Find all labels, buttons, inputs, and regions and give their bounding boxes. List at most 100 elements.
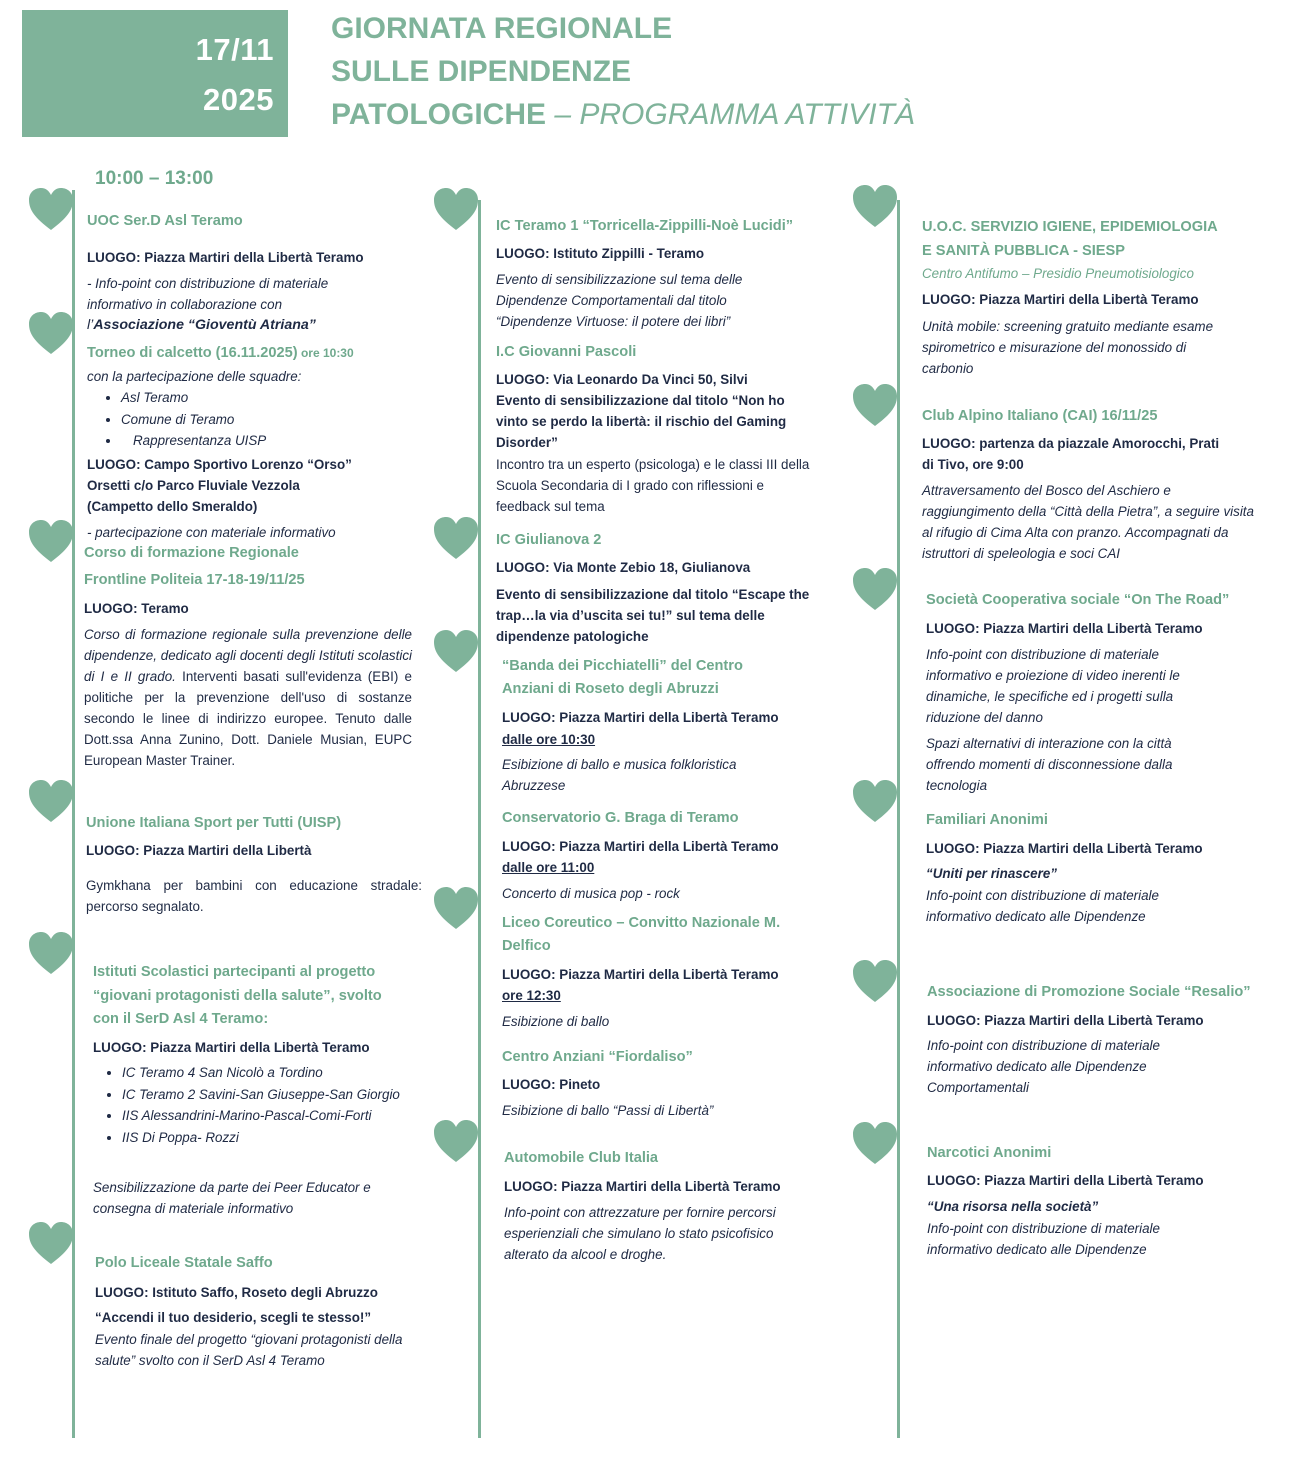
cai-title: Club Alpino Italiano (CAI) 16/11/25 [922, 408, 1158, 424]
serd-location: LUOGO: Piazza Martiri della Libertà Tera… [87, 250, 364, 265]
banda-title-2: Anziani di Roseto degli Abruzzi [502, 681, 719, 697]
giulianova-location: LUOGO: Via Monte Zebio 18, Giulianova [496, 560, 751, 575]
heart-icon [853, 568, 897, 610]
familiari-title: Familiari Anonimi [926, 812, 1048, 828]
braga-time: dalle ore 11:00 [502, 860, 595, 875]
heart-icon [853, 185, 897, 227]
torneo-location-1: LUOGO: Campo Sportivo Lorenzo “Orso” [87, 457, 352, 472]
narcotici-title: Narcotici Anonimi [927, 1145, 1052, 1161]
braga-location: LUOGO: Piazza Martiri della Libertà Tera… [502, 839, 779, 854]
banda-time: dalle ore 10:30 [502, 732, 596, 747]
serd-association: Associazione “Gioventù Atriana” [93, 317, 316, 333]
serd-desc-2: informativo in collaborazione con [87, 297, 283, 312]
narcotici-location: LUOGO: Piazza Martiri della Libertà Tera… [927, 1173, 1204, 1188]
liceo-location: LUOGO: Piazza Martiri della Libertà Tera… [502, 967, 779, 982]
resalio-location: LUOGO: Piazza Martiri della Libertà Tera… [927, 1013, 1204, 1028]
fiordaliso-description: Esibizione di ballo “Passi di Libertà” [502, 1103, 714, 1118]
corso-title-1: Corso di formazione Regionale [84, 545, 299, 561]
corso-desc-italic: Corso di formazione regionale sulla prev… [84, 627, 412, 684]
siesp-title-1: U.O.C. SERVIZIO IGIENE, EPIDEMIOLOGIA [922, 219, 1218, 235]
page-title-line1: GIORNATA REGIONALE [331, 12, 673, 45]
timeline-line-3 [897, 200, 900, 1438]
banda-location: LUOGO: Piazza Martiri della Libertà Tera… [502, 710, 779, 725]
istituti-title-1: Istituti Scolastici partecipanti al prog… [93, 964, 376, 980]
title-sep: – [546, 98, 580, 131]
liceo-description: Esibizione di ballo [502, 1014, 610, 1029]
cai-location: LUOGO: partenza da piazzale Amorocchi, P… [922, 436, 1220, 472]
road-title: Società Cooperativa sociale “On The Road… [926, 592, 1230, 608]
uisp-description: Gymkhana per bambini con educazione stra… [86, 878, 422, 914]
corso-location: LUOGO: Teramo [84, 601, 189, 616]
heart-icon [29, 520, 73, 562]
torneo-title-row: Torneo di calcetto (16.11.2025) ore 10:3… [87, 342, 354, 365]
aci-title: Automobile Club Italia [504, 1150, 659, 1166]
corso-desc-normal: Interventi basati sull'evidenza (EBI) e … [84, 669, 412, 768]
braga-title: Conservatorio G. Braga di Teramo [502, 810, 739, 826]
istituti-title-3: con il SerD Asl 4 Teramo: [93, 1011, 269, 1027]
resalio-description: Info-point con distribuzione di material… [927, 1038, 1160, 1095]
istituti-title-2: “giovani protagonisti della salute”, svo… [93, 988, 382, 1004]
page-title-line3: PATOLOGICHE – PROGRAMMA ATTIVITÀ [331, 93, 915, 136]
heart-icon [853, 960, 897, 1002]
school-item: IC Teramo 2 Savini-San Giuseppe-San Gior… [122, 1084, 418, 1106]
fiordaliso-title: Centro Anziani “Fiordaliso” [502, 1049, 693, 1065]
siesp-subtitle: Centro Antifumo – Presidio Pneumotisiolo… [922, 266, 1194, 281]
resalio-title: Associazione di Promozione Sociale “Resa… [927, 984, 1251, 1000]
school-item: IIS Alessandrini-Marino-Pascal-Comi-Fort… [122, 1105, 418, 1127]
istituti-schools: IC Teramo 4 San Nicolò a Tordino IC Tera… [88, 1062, 418, 1148]
banda-description: Esibizione di ballo e musica folkloristi… [502, 757, 737, 793]
pascoli-description: Incontro tra un esperto (psicologa) e le… [496, 457, 810, 514]
heart-icon [853, 780, 897, 822]
heart-icon [434, 630, 478, 672]
familiari-description: Info-point con distribuzione di material… [926, 888, 1159, 924]
aci-location: LUOGO: Piazza Martiri della Libertà Tera… [504, 1179, 781, 1194]
torneo-title: Torneo di calcetto (16.11.2025) [87, 345, 298, 361]
narcotici-description: Info-point con distribuzione di material… [927, 1221, 1160, 1257]
corso-title-2: Frontline Politeia 17-18-19/11/25 [84, 572, 305, 588]
giulianova-event: Evento di sensibilizzazione dal titolo “… [496, 587, 810, 644]
saffo-slogan: “Accendi il tuo desiderio, scegli te ste… [95, 1310, 372, 1325]
heart-icon [434, 188, 478, 230]
banda-title-1: “Banda dei Picchiatelli” del Centro [502, 658, 743, 674]
saffo-location: LUOGO: Istituto Saffo, Roseto degli Abru… [95, 1285, 378, 1300]
torneo-time: ore 10:30 [297, 346, 354, 360]
torneo-intro: con la partecipazione delle squadre: [87, 369, 302, 384]
serd-desc-1: - Info-point con distribuzione di materi… [87, 276, 329, 291]
team-item: Comune di Teramo [121, 409, 387, 431]
pascoli-title: I.C Giovanni Pascoli [496, 344, 637, 360]
heart-icon [29, 780, 73, 822]
heart-icon [853, 384, 897, 426]
familiari-location: LUOGO: Piazza Martiri della Libertà Tera… [926, 841, 1203, 856]
siesp-location: LUOGO: Piazza Martiri della Libertà Tera… [922, 292, 1199, 307]
torneo-note: - partecipazione con materiale informati… [87, 525, 336, 540]
road-location: LUOGO: Piazza Martiri della Libertà Tera… [926, 621, 1203, 636]
road-description-2: Spazi alternativi di interazione con la … [926, 736, 1173, 793]
familiari-slogan: “Uniti per rinascere” [926, 866, 1057, 881]
date-day: 17/11 [195, 32, 274, 67]
heart-icon [434, 517, 478, 559]
braga-description: Concerto di musica pop - rock [502, 886, 680, 901]
timeline-line-2 [478, 200, 481, 1438]
siesp-title-2: E SANITÀ PUBBLICA - SIESP [922, 243, 1125, 259]
ic1-location: LUOGO: Istituto Zippilli - Teramo [496, 246, 705, 261]
school-item: IC Teramo 4 San Nicolò a Tordino [122, 1062, 418, 1084]
heart-icon [434, 1120, 478, 1162]
torneo-location-2: Orsetti c/o Parco Fluviale Vezzola [87, 478, 300, 493]
heart-icon [29, 932, 73, 974]
uisp-title: Unione Italiana Sport per Tutti (UISP) [86, 815, 342, 831]
heart-icon [434, 887, 478, 929]
liceo-title-2: Delfico [502, 938, 551, 954]
date-box: 17/11 2025 [22, 10, 288, 137]
team-item: Rappresentanza UISP [121, 430, 387, 452]
road-description-1: Info-point con distribuzione di material… [926, 647, 1180, 725]
page-title-line2: SULLE DIPENDENZE [331, 55, 632, 88]
siesp-description: Unità mobile: screening gratuito mediant… [922, 319, 1214, 376]
liceo-title-1: Liceo Coreutico – Convitto Nazionale M. [502, 915, 781, 931]
time-range: 10:00 – 13:00 [95, 168, 214, 189]
date-year: 2025 [203, 82, 274, 117]
title-subtitle: PROGRAMMA ATTIVITÀ [579, 98, 915, 131]
fiordaliso-location: LUOGO: Pineto [502, 1077, 601, 1092]
cai-description: Attraversamento del Bosco del Aschiero e… [922, 483, 1254, 561]
school-item: IIS Di Poppa- Rozzi [122, 1127, 418, 1149]
giulianova-title: IC Giulianova 2 [496, 532, 602, 548]
